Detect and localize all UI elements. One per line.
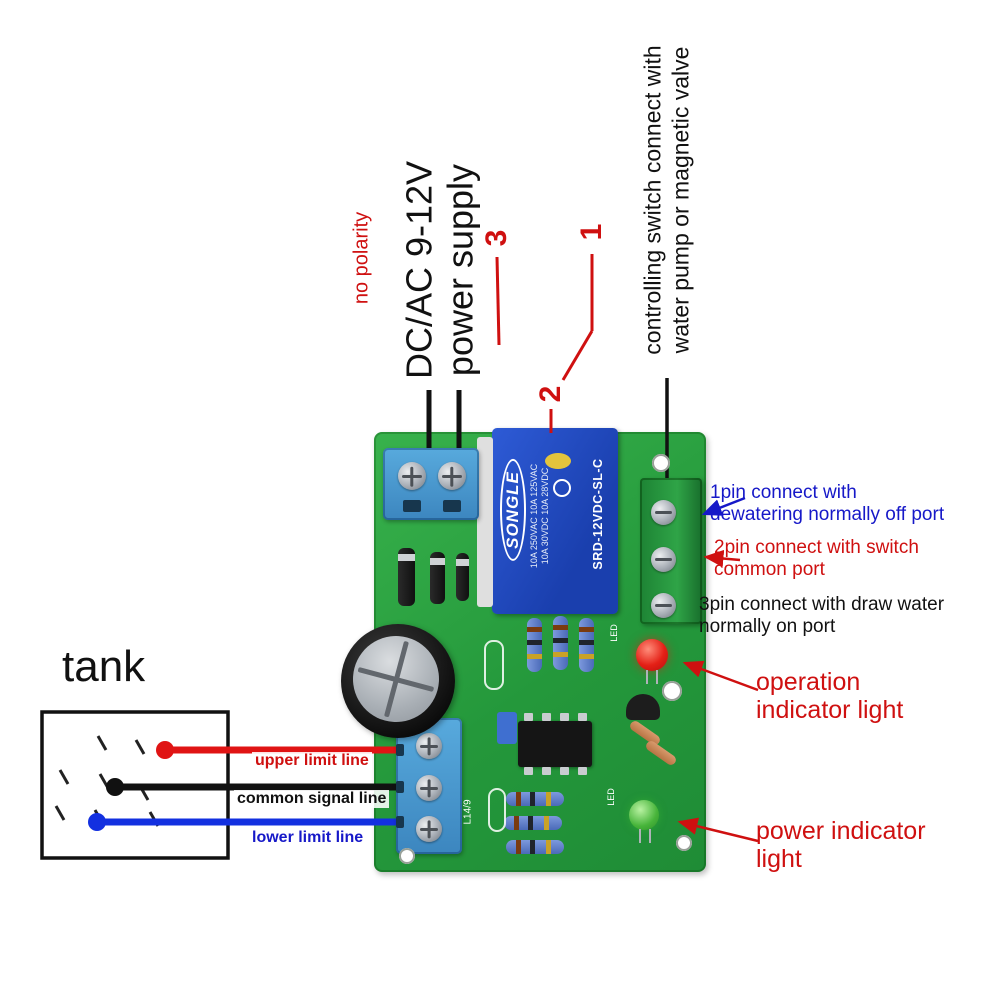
terminal-screw xyxy=(416,816,442,842)
pin1-description: 1pin connect with dewatering normally of… xyxy=(710,482,944,526)
operation-led xyxy=(636,639,668,671)
operation-line2: indicator light xyxy=(756,696,904,724)
upper-limit-line-label: upper limit line xyxy=(252,752,372,770)
resistor xyxy=(527,618,542,672)
pin3-desc-line1: 3pin connect with draw water xyxy=(699,594,945,615)
terminal-screw xyxy=(398,462,426,490)
controlling-line1: controlling switch connect with xyxy=(639,45,666,355)
terminal-screw xyxy=(416,733,442,759)
silk-led-label: LED xyxy=(606,788,616,806)
mounting-hole xyxy=(652,454,670,472)
led-lead xyxy=(649,829,651,843)
wire-hole xyxy=(443,500,461,512)
wire-hole xyxy=(396,781,404,793)
operation-line1: operation xyxy=(756,668,861,696)
no-polarity-label: no polarity xyxy=(350,211,373,305)
pin-number-3: 3 xyxy=(480,229,513,247)
power-indicator-line2: light xyxy=(756,845,802,873)
power-supply-line2: power supply xyxy=(440,163,481,377)
common-signal-line-label: common signal line xyxy=(234,790,390,808)
wire-hole xyxy=(396,744,404,756)
power-indicator-line1: power indicator xyxy=(756,817,926,845)
terminal-screw xyxy=(416,775,442,801)
wire-hole xyxy=(403,500,421,512)
silk-led-label: LED xyxy=(609,624,619,642)
pin-number-2: 2 xyxy=(534,385,567,403)
resistor xyxy=(504,816,562,830)
ic-pin xyxy=(560,767,569,775)
ic-pin xyxy=(560,713,569,721)
terminal-screw xyxy=(651,593,676,618)
ic-pin xyxy=(578,767,587,775)
relay-brand: SONGLE xyxy=(500,459,526,561)
ic-pin xyxy=(524,713,533,721)
ic-pin xyxy=(542,767,551,775)
relay-output-terminal xyxy=(640,478,702,624)
terminal-screw xyxy=(438,462,466,490)
ic-chip xyxy=(518,721,592,767)
ic-pin xyxy=(578,713,587,721)
transistor xyxy=(626,694,660,720)
led-lead xyxy=(639,829,641,843)
mounting-hole xyxy=(676,835,692,851)
resistor xyxy=(506,840,564,854)
mounting-hole xyxy=(399,848,415,864)
diode xyxy=(456,553,469,601)
wire-hole xyxy=(396,816,404,828)
diode xyxy=(398,548,415,606)
probe-terminal xyxy=(396,718,462,854)
silkscreen-outline xyxy=(488,788,506,832)
power-supply-label: DC/AC 9-12V power supply xyxy=(399,161,482,379)
relay-model: SRD-12VDC-SL-C xyxy=(591,458,605,570)
pin1-desc-line2: dewatering normally off port xyxy=(710,503,945,525)
pin3-description: 3pin connect with draw water normally on… xyxy=(699,594,944,638)
pin2-description: 2pin connect with switch common port xyxy=(714,537,919,581)
power-led xyxy=(629,800,659,830)
tank-label: tank xyxy=(62,642,146,691)
resistor xyxy=(553,616,568,670)
controlling-line2: water pump or magnetic valve xyxy=(667,46,693,354)
lower-limit-line-label: lower limit line xyxy=(249,829,367,847)
ic-pin xyxy=(524,767,533,775)
power-supply-line1: DC/AC 9-12V xyxy=(398,160,440,380)
relay-ul-mark-icon xyxy=(553,479,571,497)
terminal-screw xyxy=(651,547,676,572)
pin1-desc-line1: 1pin connect with xyxy=(710,482,857,503)
operation-indicator-label: operation indicator light xyxy=(756,668,903,724)
ic-pin xyxy=(542,713,551,721)
pin2-desc-line1: 2pin connect with switch xyxy=(714,537,919,558)
silk-ref-label: L14/9 xyxy=(462,799,474,825)
relay-ratings: 10A 250VAC 10A 125VAC 10A 30VDC 10A 28VD… xyxy=(529,464,551,568)
terminal-screw xyxy=(651,500,676,525)
mounting-hole xyxy=(662,681,682,701)
silkscreen-outline xyxy=(484,640,504,690)
pin2-desc-line2: common port xyxy=(714,558,825,580)
led-lead xyxy=(646,670,648,684)
film-capacitor xyxy=(497,712,517,744)
relay-cert-mark xyxy=(545,453,571,469)
led-lead xyxy=(656,670,658,684)
relay-side-face xyxy=(477,437,493,607)
pin3-desc-line2: normally on port xyxy=(699,615,836,637)
relay-rating-1: 10A 250VAC 10A 125VAC xyxy=(529,463,540,569)
pin-number-1: 1 xyxy=(575,223,608,241)
resistor xyxy=(506,792,564,806)
diode xyxy=(430,552,445,604)
controlling-switch-label: controlling switch connect with water pu… xyxy=(639,45,694,354)
power-input-terminal xyxy=(383,448,479,520)
relay-rating-2: 10A 30VDC 10A 28VDC xyxy=(540,467,550,565)
power-indicator-label: power indicator light xyxy=(756,817,926,873)
resistor xyxy=(579,618,594,672)
